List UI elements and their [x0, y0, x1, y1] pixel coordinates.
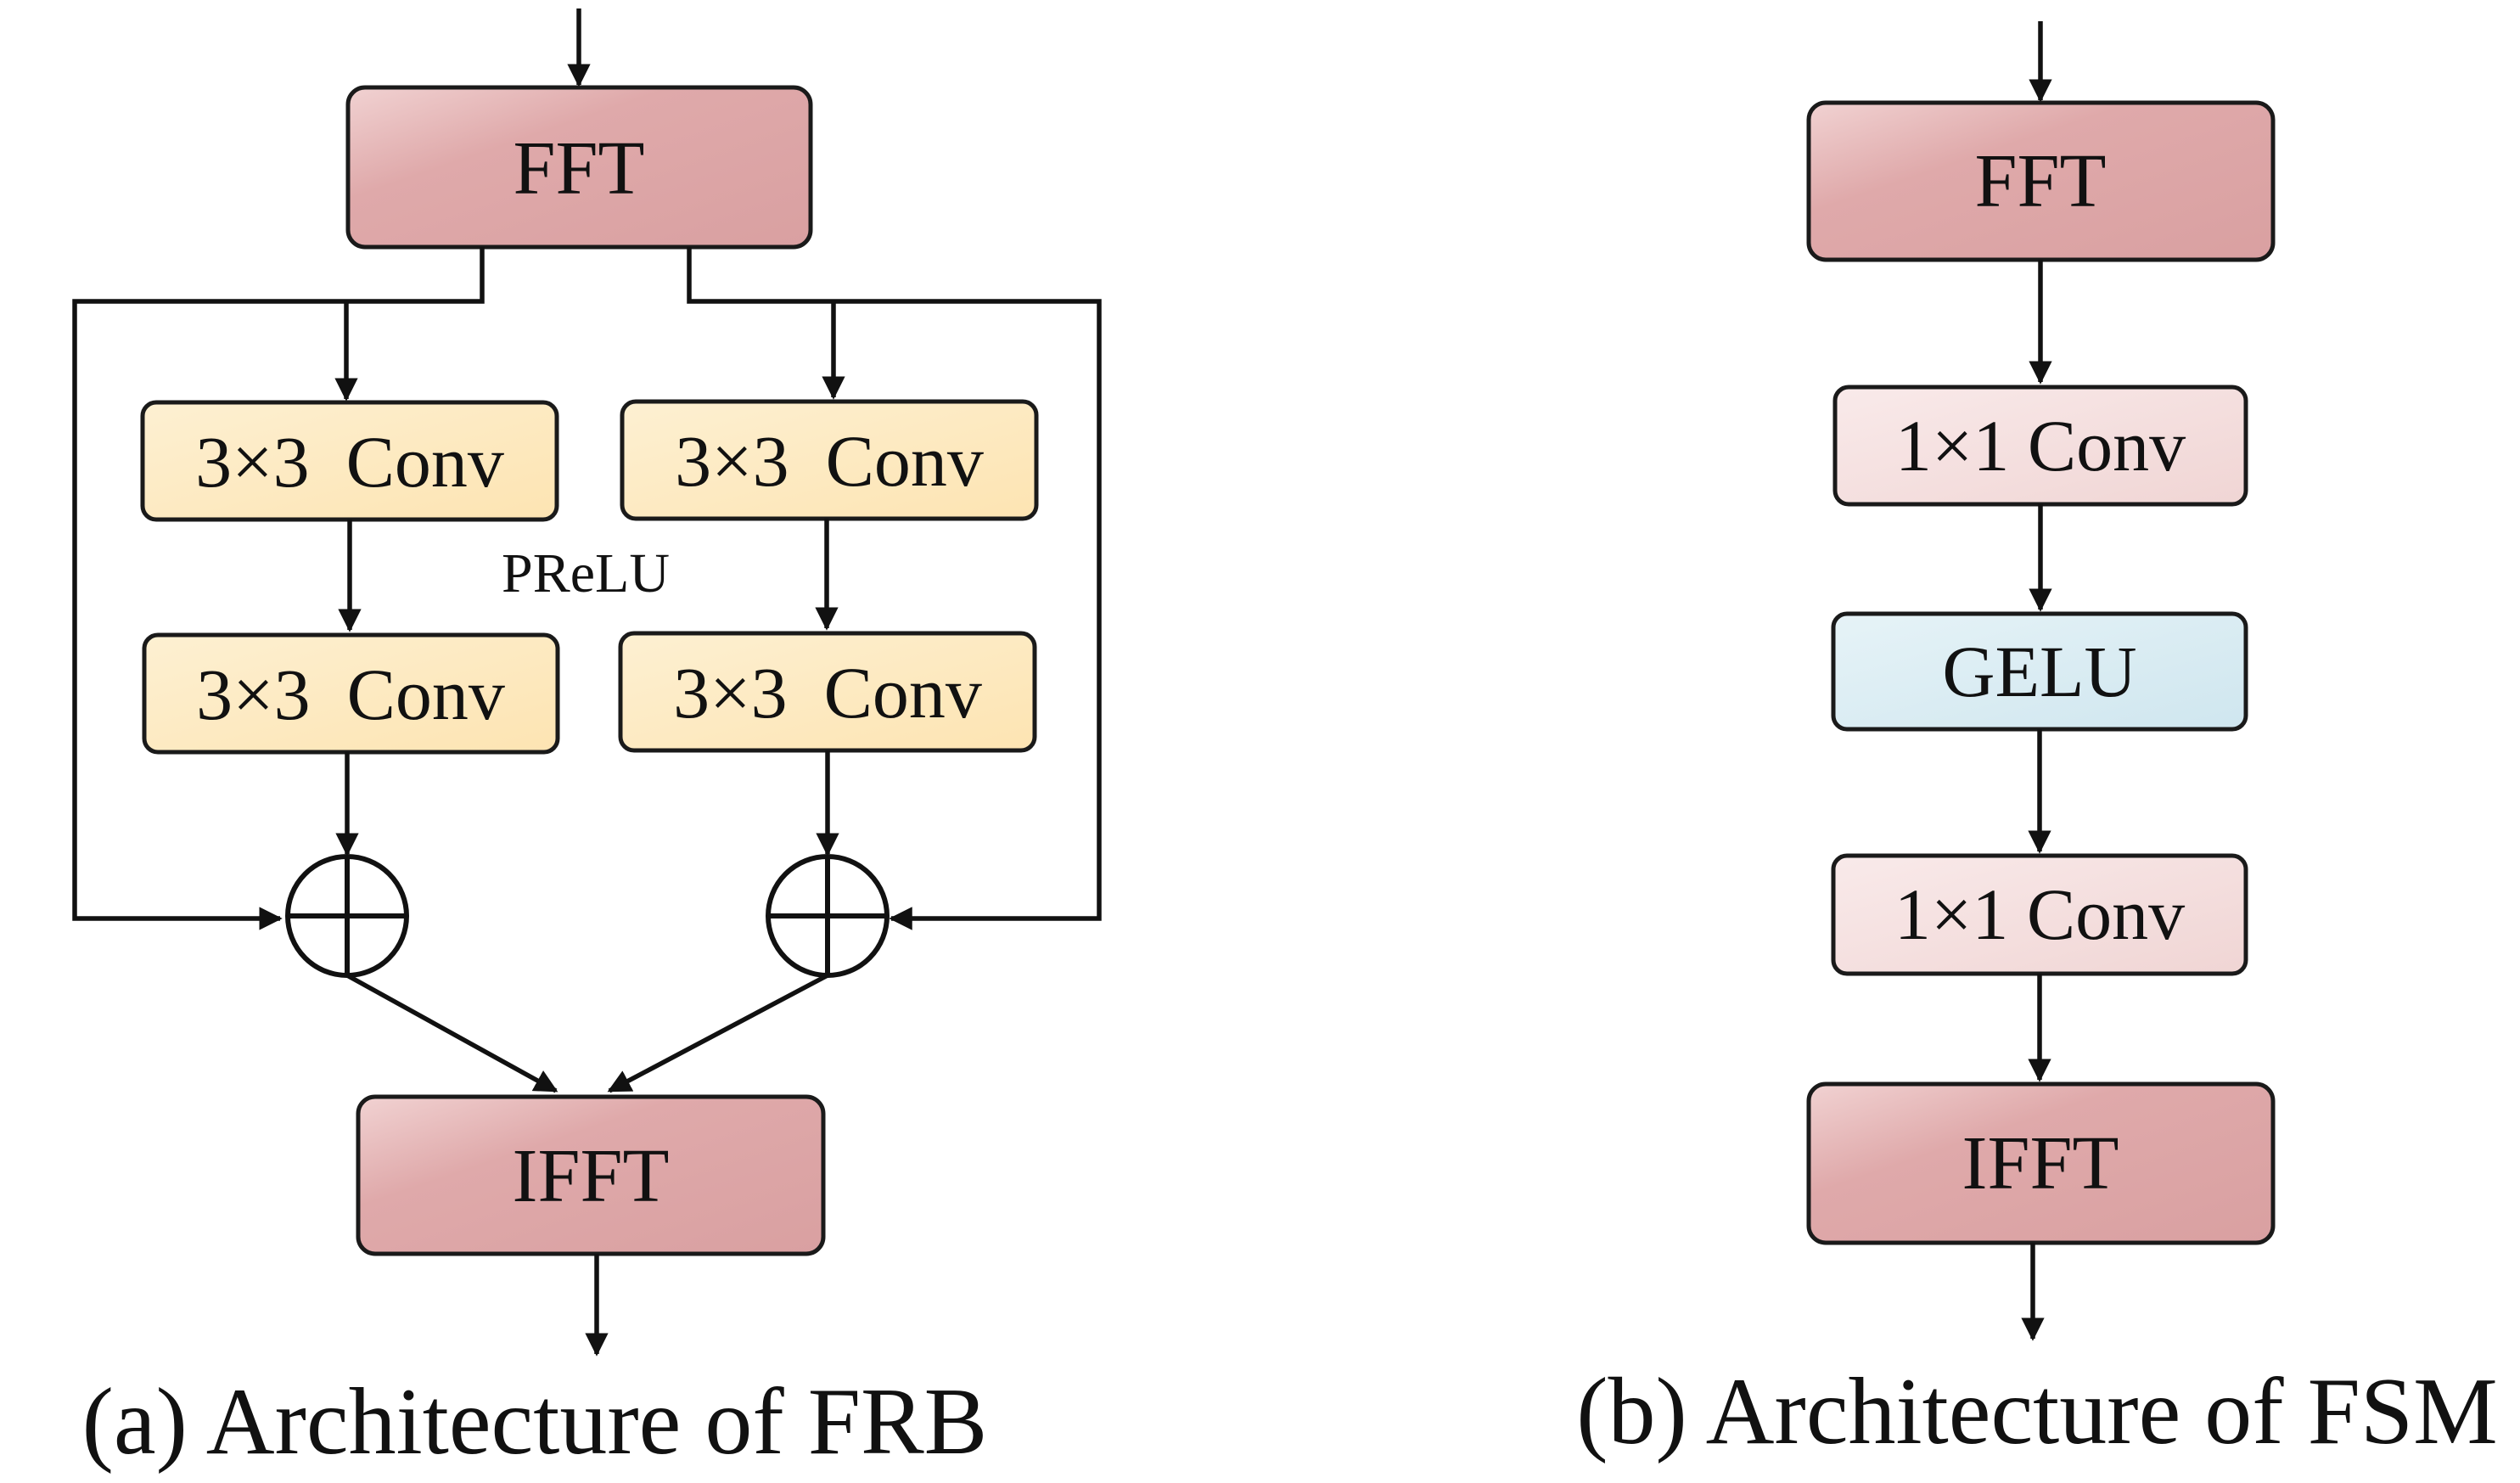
frb-diagram: FFT 3×3 Conv 3×3 Conv PReLU 3×3 Conv	[72, 8, 1102, 1475]
frb-left-merge-arrow	[345, 973, 558, 1093]
fsm-conv-1-label: 1×1 Conv	[1895, 405, 2186, 486]
frb-right-merge-arrow	[607, 973, 829, 1093]
frb-conv-top-right: 3×3 Conv	[620, 399, 1039, 521]
frb-left-split-line	[72, 247, 485, 930]
frb-conv-bottom-right-label: 3×3 Conv	[673, 652, 982, 733]
fsm-conv-2-block: 1×1 Conv	[1831, 853, 2248, 976]
fsm-gelu-block: GELU	[1831, 611, 2248, 732]
frb-ifft-label: IFFT	[512, 1134, 669, 1218]
frb-conv-bottom-right: 3×3 Conv	[618, 631, 1037, 753]
frb-conv-top-left: 3×3 Conv	[140, 400, 559, 522]
frb-conv-bottom-left-label: 3×3 Conv	[196, 654, 505, 735]
frb-fft-block: FFT	[345, 85, 813, 250]
frb-conv-bottom-left: 3×3 Conv	[142, 632, 560, 755]
frb-fft-label: FFT	[513, 126, 644, 211]
frb-add-left	[285, 854, 409, 978]
fsm-ifft-label: IFFT	[1962, 1121, 2119, 1205]
frb-right-split-line	[687, 247, 1102, 930]
frb-ifft-block: IFFT	[356, 1094, 826, 1256]
frb-caption: (a) Architecture of FRB	[82, 1369, 988, 1475]
fsm-gelu-label: GELU	[1942, 631, 2136, 712]
frb-prelu-label: PReLU	[502, 542, 670, 604]
fsm-conv-2-label: 1×1 Conv	[1894, 874, 2185, 955]
fsm-ifft-block: IFFT	[1806, 1081, 2276, 1245]
fsm-conv-1-block: 1×1 Conv	[1832, 385, 2248, 507]
fsm-fft-label: FFT	[1974, 139, 2106, 223]
fsm-caption: (b) Architecture of FSM	[1576, 1359, 2498, 1464]
frb-conv-top-left-label: 3×3 Conv	[195, 421, 504, 503]
frb-conv-top-right-label: 3×3 Conv	[675, 420, 984, 502]
frb-add-right	[766, 854, 890, 978]
fsm-diagram: FFT 1×1 Conv GELU 1×1 Conv IFFT (b) Arch…	[1576, 21, 2498, 1464]
fsm-fft-block: FFT	[1806, 100, 2276, 262]
